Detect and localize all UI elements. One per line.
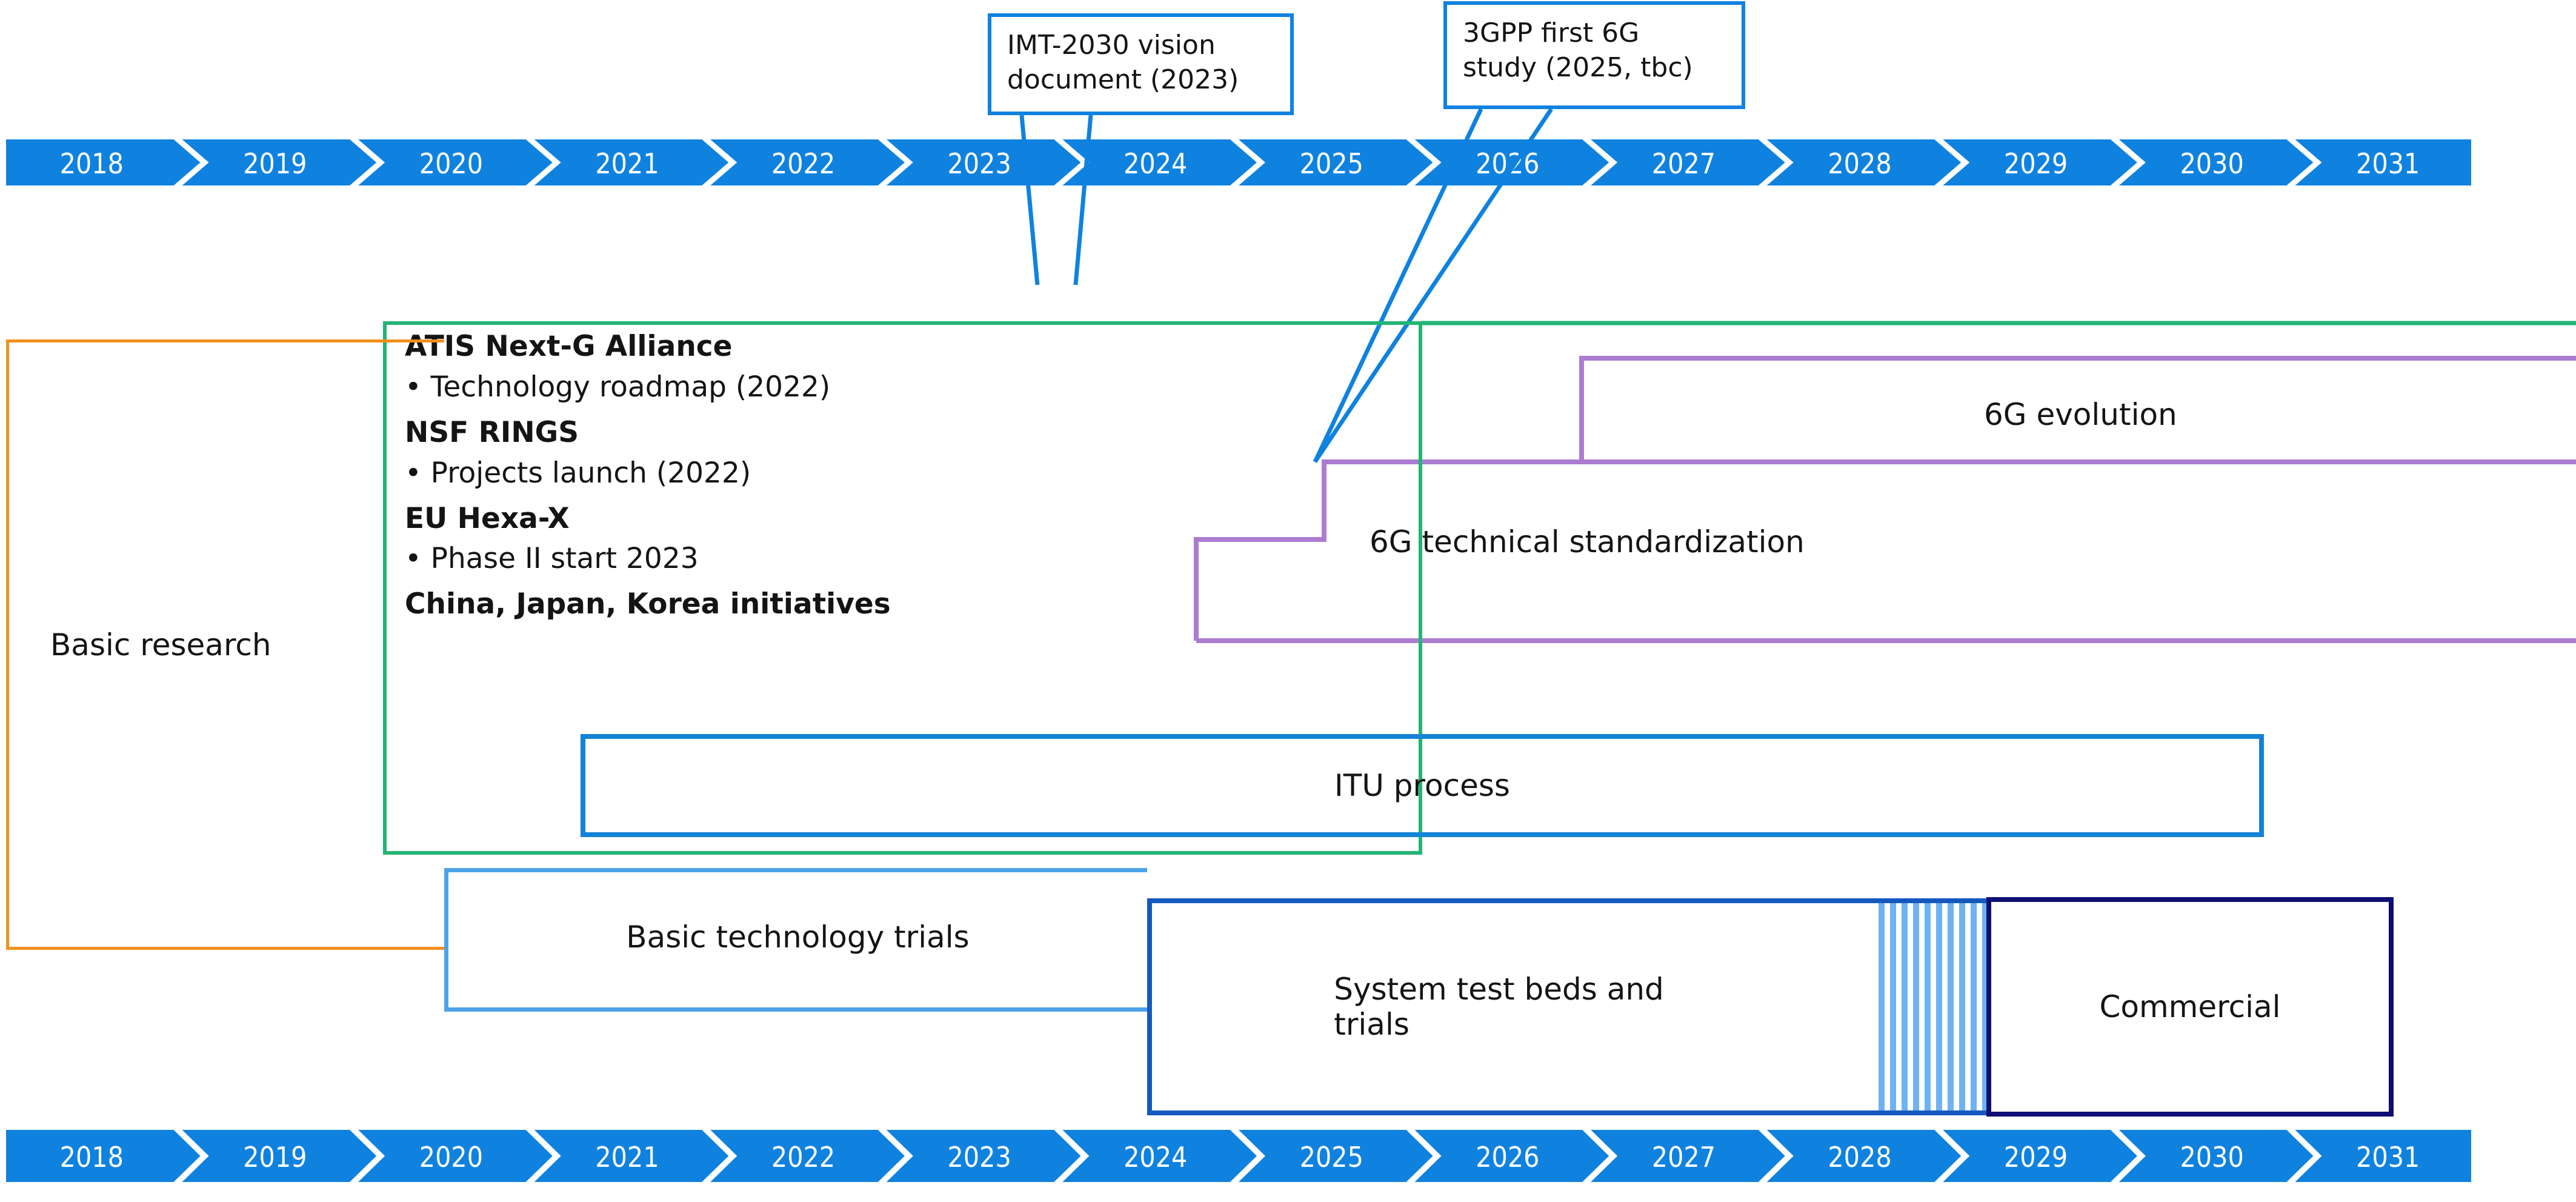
band-label-itu-process: ITU process (1334, 768, 1510, 803)
bottom-axis-year-label-2027: 2027 (1652, 1141, 1716, 1174)
top-axis-chevron-2022[interactable] (710, 139, 905, 185)
initiative-heading-atis: ATIS Next-G Alliance (405, 330, 733, 363)
initiative-bullet-atis: Technology roadmap (2022) (405, 372, 1399, 402)
top-axis-year-label-2025: 2025 (1300, 147, 1363, 180)
top-axis-year-label-2030: 2030 (2180, 147, 2243, 180)
top-axis-year-label-2027: 2027 (1652, 147, 1716, 180)
initiatives-text-block: ATIS Next-G Alliance Technology roadmap … (405, 332, 1399, 619)
band-label-commercial: Commercial (2099, 989, 2281, 1024)
top-axis-chevron-2028[interactable] (1766, 139, 1962, 185)
bottom-axis-chevron-2026[interactable] (1414, 1130, 1609, 1182)
leader-line-3gpp-b (1313, 108, 1553, 463)
band-label-basic-technology-trials: Basic technology trials (626, 920, 970, 955)
bottom-axis-year-label-2029: 2029 (2004, 1141, 2068, 1174)
top-axis-chevron-2024[interactable] (1062, 139, 1257, 185)
top-axis-year-label-2031: 2031 (2356, 147, 2420, 180)
band-label-system-test-beds-and-trials: System test beds and trials (1334, 972, 1664, 1042)
bottom-axis-chevron-2020[interactable] (358, 1130, 553, 1182)
callout-3gpp-first-6g-study[interactable]: 3GPP first 6G study (2025, tbc) (1443, 1, 1745, 109)
top-axis-year-label-2023: 2023 (947, 147, 1011, 180)
bottom-axis-chevron-2030[interactable] (2118, 1130, 2314, 1182)
band-label-6g-evolution: 6G evolution (1984, 397, 2177, 432)
bottom-axis-chevron-2022[interactable] (710, 1130, 905, 1182)
bottom-axis-year-label-2019: 2019 (243, 1141, 307, 1174)
callout-line-2: study (2025, tbc) (1463, 52, 1693, 84)
leader-line-imt-b (1073, 115, 1093, 285)
callout-line-2: document (2023) (1007, 64, 1239, 96)
band-system-test-beds-and-trials: System test beds and trials (1147, 898, 1880, 1115)
band-label-6g-technical-standardization: 6G technical standardization (1370, 524, 1805, 559)
initiatives-panel-border (383, 321, 1420, 855)
top-axis-chevron-2030[interactable] (2118, 139, 2314, 185)
top-axis-chevron-2031[interactable] (2295, 139, 2471, 185)
band-transition-hatched (1879, 898, 1986, 1115)
top-axis-year-label-2018: 2018 (60, 147, 124, 180)
leader-line-imt-a (1019, 115, 1040, 285)
bottom-axis-year-label-2030: 2030 (2180, 1141, 2243, 1174)
initiative-bullet-hexax: Phase II start 2023 (405, 544, 1399, 574)
bottom-axis-chevron-2019[interactable] (182, 1130, 377, 1182)
bottom-axis-year-label-2031: 2031 (2356, 1141, 2420, 1174)
bottom-axis-chevron-2023[interactable] (886, 1130, 1081, 1182)
top-axis-year-label-2022: 2022 (771, 147, 835, 180)
top-axis-chevron-2020[interactable] (358, 139, 553, 185)
top-axis-year-label-2024: 2024 (1123, 147, 1187, 180)
evolution-step-path (1324, 356, 2576, 464)
top-axis-chevron-2023[interactable] (886, 139, 1081, 185)
initiative-heading-nsf: NSF RINGS (405, 415, 579, 449)
bottom-axis-chevron-2027[interactable] (1591, 1130, 1785, 1182)
bottom-axis-chevron-2031[interactable] (2295, 1130, 2471, 1182)
top-axis-chevron-2018[interactable] (6, 139, 201, 185)
top-axis-chevron-2029[interactable] (1943, 139, 2137, 185)
top-axis-chevron-2021[interactable] (534, 139, 729, 185)
top-axis-chevron-2019[interactable] (182, 139, 377, 185)
initiative-heading-hexax: EU Hexa-X (405, 501, 570, 535)
band-itu-process: ITU process (581, 734, 2264, 837)
band-commercial: Commercial (1986, 897, 2394, 1117)
bottom-axis-year-label-2020: 2020 (419, 1141, 483, 1174)
top-axis-year-label-2028: 2028 (1828, 147, 1891, 180)
callout-line-1: IMT-2030 vision (1007, 30, 1216, 61)
leader-line-3gpp-a (1313, 108, 1483, 463)
bottom-axis-year-label-2018: 2018 (60, 1141, 124, 1174)
bottom-axis-chevron-2028[interactable] (1766, 1130, 1962, 1182)
bottom-axis-year-label-2026: 2026 (1476, 1141, 1539, 1174)
bottom-axis-year-label-2023: 2023 (947, 1141, 1011, 1174)
bottom-axis-year-label-2022: 2022 (771, 1141, 835, 1174)
bottom-axis-year-label-2028: 2028 (1828, 1141, 1891, 1174)
band-basic-technology-trials: Basic technology trials (444, 868, 1147, 1012)
bottom-axis-chevron-2029[interactable] (1943, 1130, 2137, 1182)
bottom-axis-year-label-2025: 2025 (1300, 1141, 1363, 1174)
bottom-axis-chevron-2024[interactable] (1062, 1130, 1257, 1182)
top-axis-chevron-2027[interactable] (1591, 139, 1785, 185)
initiative-bullet-nsf: Projects launch (2022) (405, 458, 1399, 489)
callout-line-1: 3GPP first 6G (1463, 18, 1640, 48)
top-axis-year-label-2029: 2029 (2004, 147, 2068, 180)
top-axis-chevron-2025[interactable] (1239, 139, 1433, 185)
top-axis-year-label-2019: 2019 (243, 147, 307, 180)
top-axis-year-label-2020: 2020 (419, 147, 483, 180)
band-basic-research: Basic research (6, 339, 444, 950)
bottom-axis-chevron-2018[interactable] (6, 1130, 201, 1182)
bottom-axis-year-label-2021: 2021 (595, 1141, 659, 1174)
top-axis-year-label-2021: 2021 (595, 147, 659, 180)
bottom-axis-year-label-2024: 2024 (1123, 1141, 1187, 1174)
bottom-axis-chevron-2025[interactable] (1239, 1130, 1433, 1182)
initiative-heading-asia: China, Japan, Korea initiatives (405, 587, 891, 621)
bottom-axis-chevron-2021[interactable] (534, 1130, 729, 1182)
band-label-basic-research: Basic research (50, 627, 271, 663)
callout-imt-2030-vision[interactable]: IMT-2030 vision document (2023) (988, 13, 1294, 115)
